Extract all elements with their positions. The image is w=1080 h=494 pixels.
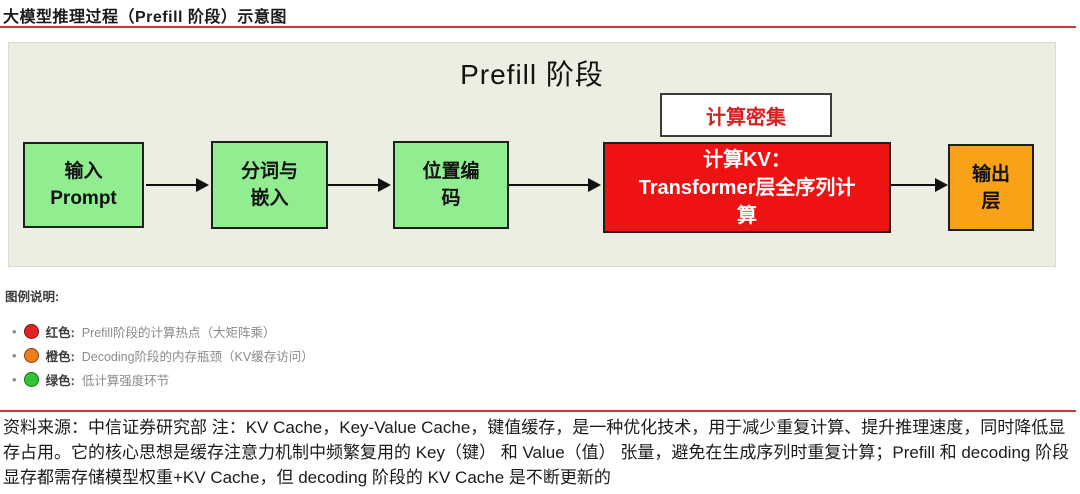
orange-swatch-icon xyxy=(23,347,39,363)
compute-intensive-badge: 计算密集 xyxy=(660,93,832,137)
legend-item-red: • 红色: Prefill阶段的计算热点（大矩阵乘） xyxy=(12,321,276,341)
bullet-icon: • xyxy=(12,347,17,363)
legend-item-label: 橙色: xyxy=(45,349,75,364)
node-label-line: Prompt xyxy=(50,188,117,209)
legend-item-label: 绿色: xyxy=(45,373,75,388)
node-label-line: 嵌入 xyxy=(250,188,289,209)
node-label-line: 输入 xyxy=(64,161,103,182)
legend-item-desc: 低计算强度环节 xyxy=(81,373,170,388)
flow-arrow-icon xyxy=(328,178,391,192)
legend-item-desc: Prefill阶段的计算热点（大矩阵乘） xyxy=(81,325,276,340)
node-label-line: 层 xyxy=(981,190,1001,212)
prefill-diagram-panel: Prefill 阶段 计算密集 输入 Prompt 分词与 嵌入 位置编 码 计… xyxy=(8,42,1056,267)
bullet-icon: • xyxy=(12,371,17,387)
flow-arrow-icon xyxy=(509,178,601,192)
green-swatch-icon xyxy=(23,371,39,387)
node-label-line: Transformer层全序列计 xyxy=(638,176,856,199)
flow-node-tokenize-embed: 分词与 嵌入 xyxy=(211,141,328,229)
flow-node-input-prompt: 输入 Prompt xyxy=(23,142,144,228)
flow-node-output-layer: 输出 层 xyxy=(948,144,1034,231)
node-label-line: 位置编 xyxy=(422,161,480,182)
flow-node-position-encoding: 位置编 码 xyxy=(393,141,509,229)
legend-item-label: 红色: xyxy=(45,325,75,340)
bullet-icon: • xyxy=(12,323,17,339)
node-label-line: 输出 xyxy=(971,163,1010,185)
bottom-divider xyxy=(0,410,1076,412)
legend-heading: 图例说明: xyxy=(5,290,60,304)
node-label-line: 分词与 xyxy=(240,161,298,182)
flow-node-compute-kv: 计算KV： Transformer层全序列计 算 xyxy=(603,142,891,233)
red-swatch-icon xyxy=(23,323,39,339)
flow-arrow-icon xyxy=(146,178,209,192)
compute-intensive-badge-label: 计算密集 xyxy=(706,106,786,129)
node-label-line: 码 xyxy=(441,188,461,209)
legend-item-desc: Decoding阶段的内存瓶颈（KV缓存访问） xyxy=(81,349,314,364)
flow-arrow-icon xyxy=(891,178,948,192)
node-label-line: 算 xyxy=(737,204,757,227)
legend-item-green: • 绿色: 低计算强度环节 xyxy=(12,369,169,389)
source-note: 资料来源：中信证券研究部 注：KV Cache，Key-Value Cache，… xyxy=(3,418,1070,487)
node-label-line: 计算KV： xyxy=(703,148,791,171)
figure-title: 大模型推理过程（Prefill 阶段）示意图 xyxy=(3,9,287,26)
diagram-title: Prefill 阶段 xyxy=(460,59,604,90)
top-divider xyxy=(0,26,1076,28)
legend-item-orange: • 橙色: Decoding阶段的内存瓶颈（KV缓存访问） xyxy=(12,345,314,365)
